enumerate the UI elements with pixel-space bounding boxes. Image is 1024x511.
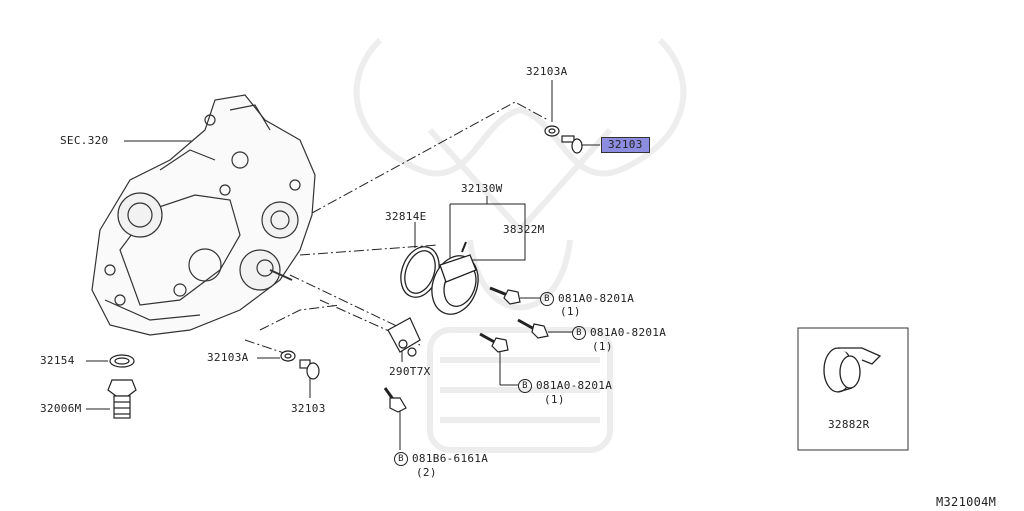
bolt-code: 081A0-8201A — [590, 326, 667, 339]
fitting-32006m — [107, 379, 137, 419]
label-32103-top-highlighted[interactable]: 32103 — [601, 137, 650, 153]
pinion-assembly-32130w — [431, 241, 479, 315]
bolt-code: 081A0-8201A — [558, 292, 635, 305]
diagram-code: M321004M — [936, 495, 997, 509]
label-32130w[interactable]: 32130W — [461, 182, 503, 195]
transmission-case — [91, 94, 316, 336]
ring-32154 — [109, 354, 135, 368]
washer-32103a-top — [544, 125, 560, 137]
bolt-081b6 — [383, 387, 407, 413]
label-32882r[interactable]: 32882R — [828, 418, 870, 431]
label-290t7x[interactable]: 290T7X — [389, 365, 431, 378]
label-bolt-081a0-1[interactable]: B 081A0-8201A — [540, 292, 634, 306]
bolt-081a0-2 — [517, 318, 549, 339]
washer-32103a-bottom — [280, 350, 296, 362]
part-box-32882r — [797, 327, 909, 451]
label-bolt-081b6[interactable]: B 081B6-6161A — [394, 452, 488, 466]
bolt-marker-icon: B — [394, 452, 408, 466]
label-bolt-081a0-3[interactable]: B 081A0-8201A — [518, 379, 612, 393]
label-32154[interactable]: 32154 — [40, 354, 75, 367]
bushing-32882r — [823, 347, 882, 393]
bolt-marker-icon: B — [518, 379, 532, 393]
label-32006m[interactable]: 32006M — [40, 402, 82, 415]
bolt-marker-icon: B — [572, 326, 586, 340]
bolt-marker-icon: B — [540, 292, 554, 306]
bolt-code: 081A0-8201A — [536, 379, 613, 392]
label-bolt-081a0-2[interactable]: B 081A0-8201A — [572, 326, 666, 340]
bolt-code: 081B6-6161A — [412, 452, 489, 465]
label-sec320[interactable]: SEC.320 — [60, 134, 109, 147]
label-32814e[interactable]: 32814E — [385, 210, 427, 223]
bolt-081a0-1 — [489, 286, 521, 305]
label-38322m[interactable]: 38322M — [503, 223, 545, 236]
label-bolt-qty-3: (1) — [544, 393, 565, 406]
label-bolt-qty-4: (2) — [416, 466, 437, 479]
bracket-290t7x — [387, 317, 421, 357]
label-bolt-qty-1: (1) — [560, 305, 581, 318]
label-32103a-top[interactable]: 32103A — [526, 65, 568, 78]
plug-32103-bottom — [299, 359, 320, 380]
bolt-081a0-3 — [479, 332, 509, 353]
plug-32103-top — [561, 135, 583, 154]
label-32103a-bottom[interactable]: 32103A — [207, 351, 249, 364]
label-32103-bottom[interactable]: 32103 — [291, 402, 326, 415]
label-bolt-qty-2: (1) — [592, 340, 613, 353]
